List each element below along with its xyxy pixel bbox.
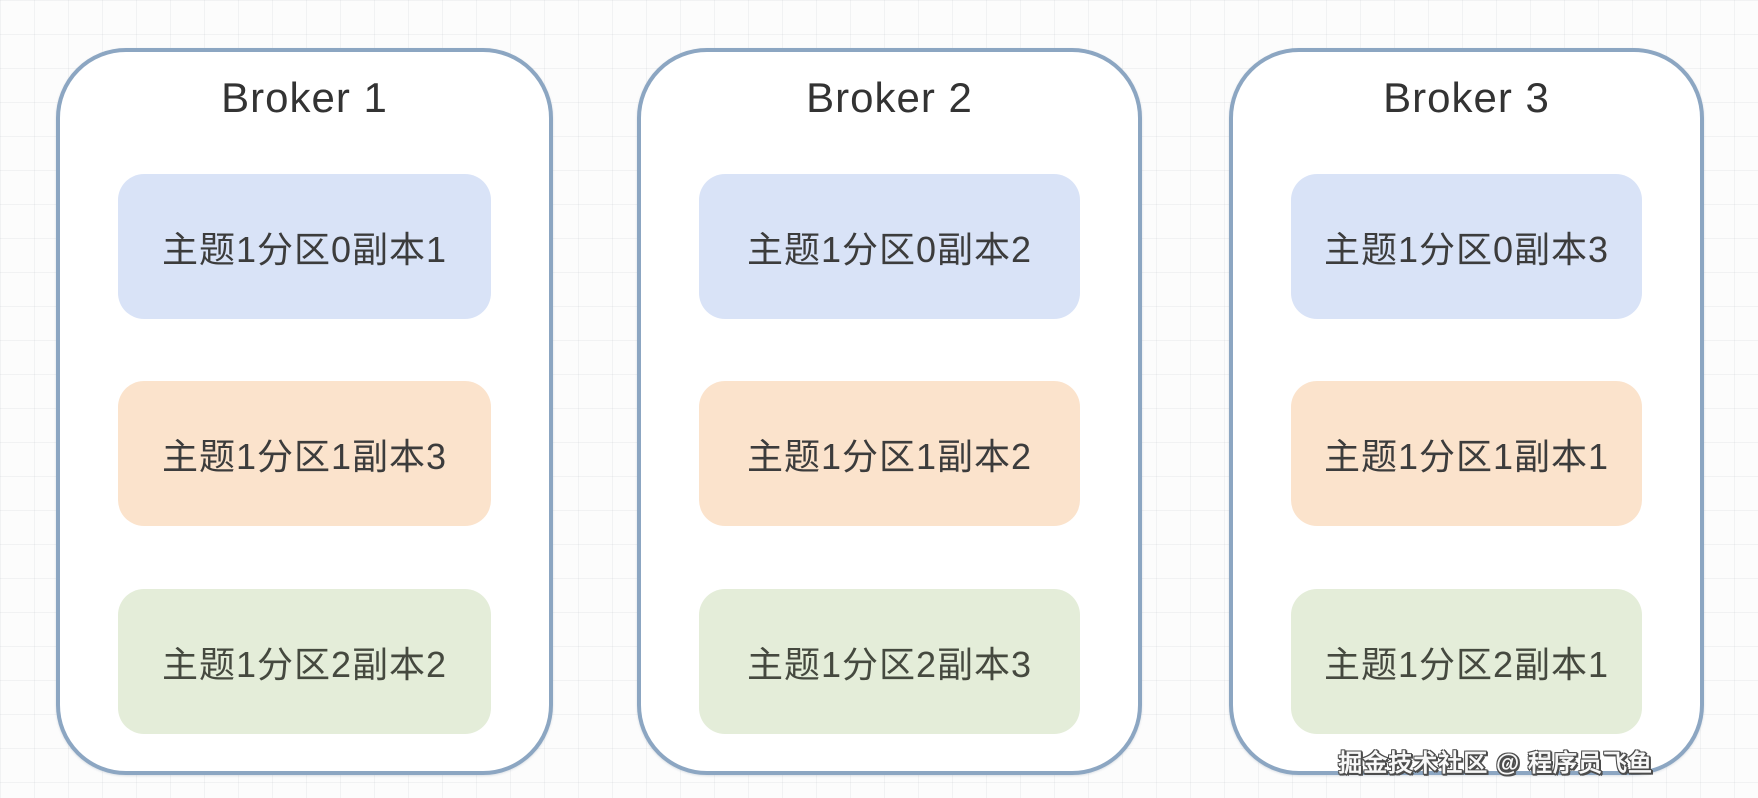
broker-2-card: Broker 2 主题1分区0副本2 主题1分区1副本2 主题1分区2副本3 [637,48,1142,775]
broker-2-title: Broker 2 [806,74,973,121]
broker-3-replica-topic1-partition2: 主题1分区2副本1 [1291,589,1642,734]
broker-1-title: Broker 1 [221,74,388,121]
broker-1-replica-topic1-partition0: 主题1分区0副本1 [118,174,491,319]
broker-1-card: Broker 1 主题1分区0副本1 主题1分区1副本3 主题1分区2副本2 [56,48,553,775]
broker-1-replica-topic1-partition2: 主题1分区2副本2 [118,589,491,734]
watermark-text: 掘金技术社区 @ 程序员飞鱼 [1338,750,1653,777]
broker-2-replica-topic1-partition1: 主题1分区1副本2 [699,381,1080,526]
broker-2-replica-topic1-partition0: 主题1分区0副本2 [699,174,1080,319]
broker-3-title: Broker 3 [1383,74,1550,121]
broker-3-replica-topic1-partition0: 主题1分区0副本3 [1291,174,1642,319]
broker-3-card: Broker 3 主题1分区0副本3 主题1分区1副本1 主题1分区2副本1 [1229,48,1704,775]
broker-2-replica-topic1-partition2: 主题1分区2副本3 [699,589,1080,734]
broker-3-replica-topic1-partition1: 主题1分区1副本1 [1291,381,1642,526]
broker-1-replica-topic1-partition1: 主题1分区1副本3 [118,381,491,526]
